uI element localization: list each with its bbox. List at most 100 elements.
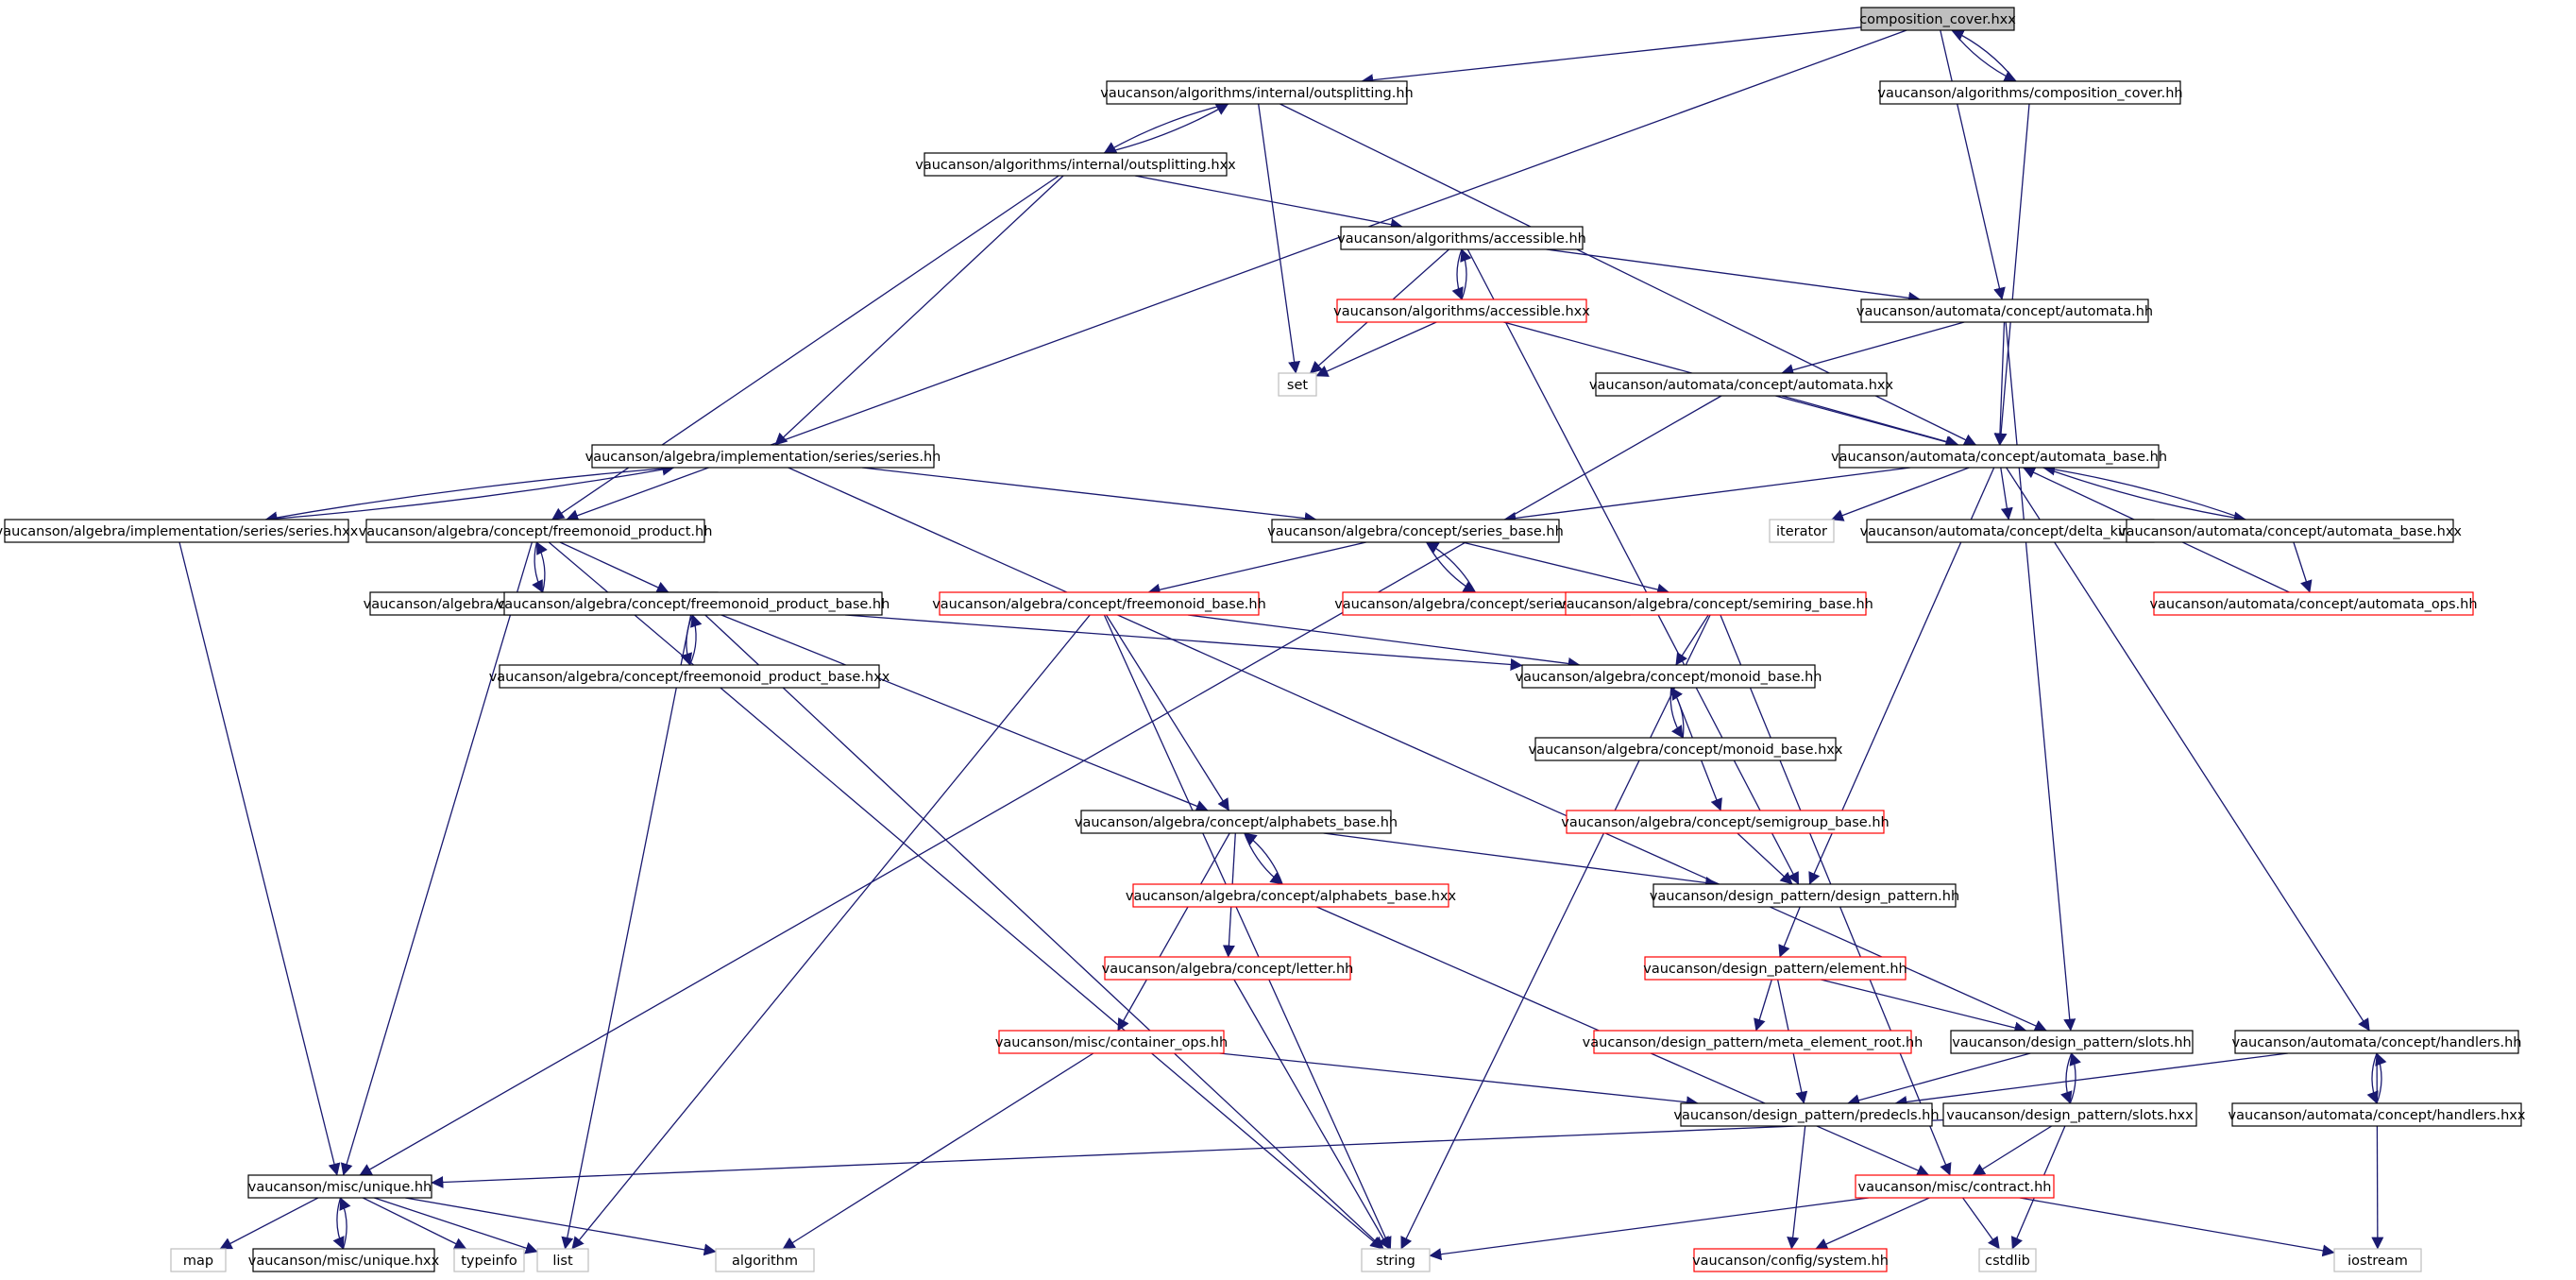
dependency-edge-n38-n35 [2375, 1052, 2387, 1104]
graph-node-n26[interactable]: vaucanson/algebra/concept/alphabets_base… [1075, 810, 1398, 834]
graph-node-n21[interactable]: vaucanson/algebra/concept/semiring_base.… [1558, 591, 1873, 616]
node-label: vaucanson/algebra/concept/monoid_base.hx… [1529, 742, 1843, 758]
node-label: vaucanson/design_pattern/slots.hxx [1946, 1108, 2194, 1123]
graph-node-n5[interactable]: vaucanson/algorithms/accessible.hxx [1333, 299, 1590, 323]
graph-node-n34[interactable]: vaucanson/design_pattern/slots.hh [1950, 1030, 2194, 1054]
node-label: composition_cover.hxx [1859, 12, 2016, 27]
graph-node-n44[interactable]: list [536, 1248, 589, 1272]
graph-node-n45[interactable]: algorithm [715, 1248, 815, 1272]
node-box [998, 1030, 1225, 1054]
node-box [1950, 1030, 2194, 1054]
dependency-edge-n10-n16 [2042, 467, 2246, 524]
graph-node-n42[interactable]: vaucanson/misc/unique.hxx [248, 1248, 440, 1272]
graph-node-n32[interactable]: vaucanson/misc/container_ops.hh [995, 1030, 1228, 1054]
graph-node-n1[interactable]: vaucanson/algorithms/internal/outsplitti… [1100, 80, 1414, 105]
graph-node-n46[interactable]: string [1361, 1248, 1431, 1272]
dependency-edge-n34-n37 [2060, 1052, 2073, 1104]
dependency-edge-n28-n26 [1244, 832, 1283, 885]
graph-node-n33[interactable]: vaucanson/design_pattern/meta_element_ro… [1583, 1030, 1924, 1054]
graph-node-n41[interactable]: map [170, 1248, 227, 1272]
node-label: vaucanson/algorithms/composition_cover.h… [1877, 86, 2182, 101]
graph-node-n31[interactable]: vaucanson/design_pattern/element.hh [1643, 956, 1907, 981]
graph-node-n10[interactable]: vaucanson/automata/concept/automata_base… [1831, 444, 2167, 469]
graph-node-n36[interactable]: vaucanson/design_pattern/predecls.hh [1673, 1102, 1940, 1127]
dependency-edge-n34-n36 [1847, 1052, 2031, 1107]
dependency-edge-n6-n10 [1993, 321, 2007, 446]
dependency-edge-n25-n24 [1670, 687, 1685, 739]
dependency-edge-n16-n22 [2293, 541, 2313, 593]
node-box [1566, 810, 1885, 834]
node-label: vaucanson/algebra/concept/freemonoid_bas… [932, 597, 1266, 612]
graph-node-n23[interactable]: vaucanson/algebra/concept/freemonoid_pro… [489, 664, 890, 689]
graph-node-n14[interactable]: iterator [1769, 519, 1835, 543]
graph-node-n3[interactable]: vaucanson/algorithms/internal/outsplitti… [915, 152, 1236, 177]
dependency-edge-n0-n2 [1951, 29, 2017, 82]
dependency-edge-n26-n29 [1323, 832, 1719, 889]
graph-node-n27[interactable]: vaucanson/algebra/concept/semigroup_base… [1561, 810, 1890, 834]
dependency-edge-n9-n13 [861, 467, 1317, 525]
graph-node-n0[interactable]: composition_cover.hxx [1859, 7, 2016, 31]
graph-node-n6[interactable]: vaucanson/automata/concept/automata.hh [1856, 299, 2153, 323]
graph-node-n19[interactable]: vaucanson/algebra/concept/freemonoid_bas… [932, 591, 1266, 616]
node-box [499, 664, 880, 689]
graph-node-n12[interactable]: vaucanson/algebra/concept/freemonoid_pro… [359, 519, 713, 543]
dependency-edge-n18-n26 [720, 614, 1209, 812]
dependency-edge-n3-n1 [1104, 103, 1229, 154]
dependency-edge-n11-n39 [178, 541, 341, 1176]
graph-node-n49[interactable]: iostream [2333, 1248, 2422, 1272]
graph-node-n35[interactable]: vaucanson/automata/concept/handlers.hh [2232, 1030, 2522, 1054]
dependency-edge-n24-n25 [1669, 687, 1684, 739]
node-label: list [552, 1254, 573, 1269]
graph-node-n15[interactable]: vaucanson/automata/concept/delta_kind.hh [1860, 519, 2161, 543]
graph-node-n39[interactable]: vaucanson/misc/unique.hh [247, 1174, 432, 1199]
dependency-edge-n12-n17 [532, 541, 544, 593]
dependency-edge-n29-n31 [1778, 906, 1801, 958]
node-box [247, 1174, 432, 1199]
graph-node-n7[interactable]: set [1278, 372, 1317, 397]
dependency-edge-n32-n45 [782, 1052, 1094, 1250]
graph-node-n29[interactable]: vaucanson/design_pattern/design_pattern.… [1650, 883, 1959, 908]
graph-node-n43[interactable]: typeinfo [453, 1248, 525, 1272]
node-box [924, 152, 1228, 177]
dependency-edge-n17-n12 [535, 541, 548, 593]
node-box [2333, 1248, 2422, 1272]
graph-node-n9[interactable]: vaucanson/algebra/implementation/series/… [585, 444, 941, 469]
graph-node-n24[interactable]: vaucanson/algebra/concept/monoid_base.hh [1516, 664, 1822, 689]
edge-layer [178, 26, 2387, 1261]
node-box [2234, 1030, 2519, 1054]
node-box [1942, 1102, 2197, 1127]
dependency-edge-n16-n10 [2042, 463, 2246, 521]
graph-node-n40[interactable]: vaucanson/misc/contract.hh [1855, 1174, 2055, 1199]
graph-node-n37[interactable]: vaucanson/design_pattern/slots.hxx [1942, 1102, 2197, 1127]
graph-node-n28[interactable]: vaucanson/algebra/concept/alphabets_base… [1126, 883, 1457, 908]
graph-node-n48[interactable]: cstdlib [1978, 1248, 2037, 1272]
graph-node-n13[interactable]: vaucanson/algebra/concept/series_base.hh [1267, 519, 1564, 543]
graph-node-n4[interactable]: vaucanson/algorithms/accessible.hh [1337, 226, 1586, 250]
node-box [503, 591, 883, 616]
dependency-edge-n13-n20 [1426, 541, 1476, 593]
dependency-edge-n39-n42 [332, 1197, 345, 1250]
node-label: vaucanson/automata/concept/automata.hxx [1589, 378, 1894, 393]
node-box [1644, 956, 1907, 981]
graph-node-n16[interactable]: vaucanson/automata/concept/automata_base… [2118, 519, 2462, 543]
dependency-edge-n37-n40 [1972, 1125, 2053, 1176]
dependency-edge-n18-n44 [561, 614, 692, 1250]
node-label: vaucanson/algebra/concept/series_base.hh [1267, 524, 1564, 539]
graph-node-n47[interactable]: vaucanson/config/system.hh [1692, 1248, 1889, 1272]
node-box [1278, 372, 1317, 397]
node-box [1340, 226, 1584, 250]
graph-node-n25[interactable]: vaucanson/algebra/concept/monoid_base.hx… [1529, 737, 1843, 761]
node-box [1839, 444, 2160, 469]
graph-node-n30[interactable]: vaucanson/algebra/concept/letter.hh [1102, 956, 1354, 981]
dependency-edge-n0-n6 [1940, 29, 2006, 300]
graph-node-n2[interactable]: vaucanson/algorithms/composition_cover.h… [1877, 80, 2183, 105]
graph-node-n18[interactable]: vaucanson/algebra/concept/freemonoid_pro… [497, 591, 890, 616]
graph-node-n22[interactable]: vaucanson/automata/concept/automata_ops.… [2149, 591, 2478, 616]
graph-node-n8[interactable]: vaucanson/automata/concept/automata.hxx [1589, 372, 1894, 397]
graph-node-n11[interactable]: vaucanson/algebra/implementation/series/… [0, 519, 359, 543]
graph-node-n38[interactable]: vaucanson/automata/concept/handlers.hxx [2229, 1102, 2526, 1127]
node-box [1336, 299, 1587, 323]
dependency-edge-n18-n24 [844, 614, 1523, 671]
node-box [1860, 299, 2149, 323]
node-label: vaucanson/automata/concept/automata_base… [1831, 450, 2167, 465]
